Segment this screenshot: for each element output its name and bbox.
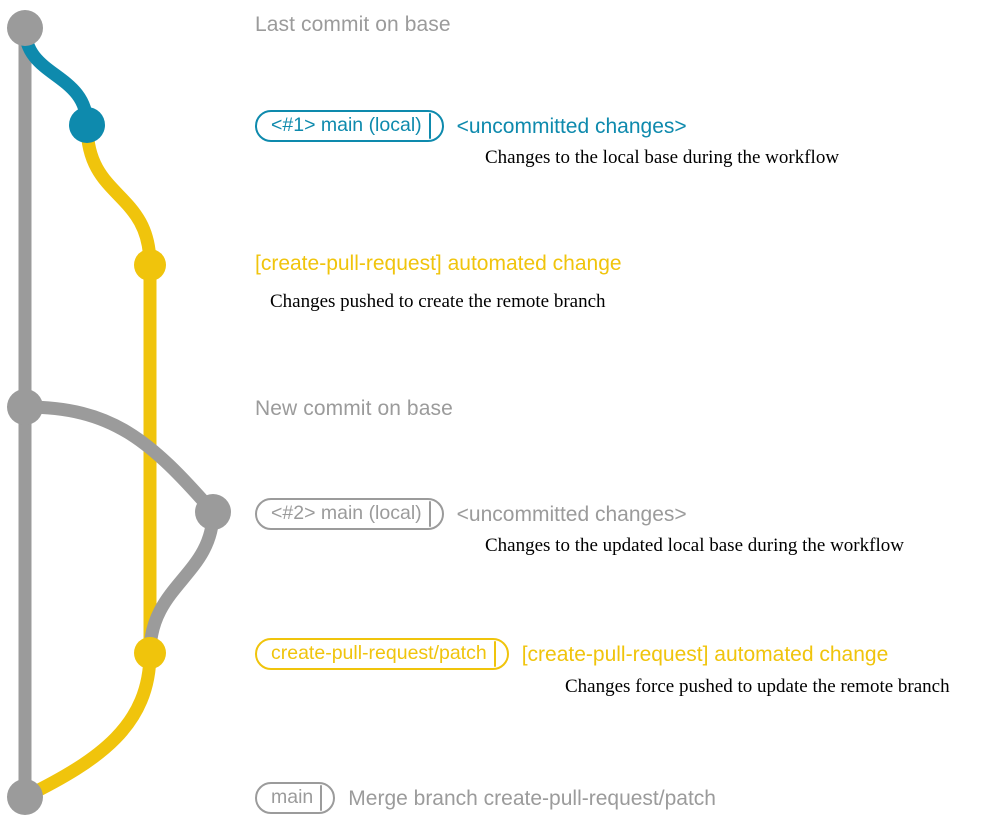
commit-row-merge: main Merge branch create-pull-request/pa… <box>255 782 716 814</box>
commit-dot-c5 <box>195 494 231 530</box>
commit-subject: Merge branch create-pull-request/patch <box>348 786 716 810</box>
commit-dot-c4 <box>7 389 43 425</box>
commit-subject: [create-pull-request] automated change <box>255 252 622 275</box>
ref-badge-main-local-1[interactable]: <#1> main (local) <box>255 110 444 142</box>
ref-badge-label: <#1> main (local) <box>271 114 422 137</box>
commit-note-local-1: Changes to the local base during the wor… <box>485 147 840 168</box>
ref-badge-label: <#2> main (local) <box>271 502 422 525</box>
ref-badge-label: main <box>271 786 314 809</box>
commit-subject: Last commit on base <box>255 13 451 36</box>
commit-dot-c1 <box>7 10 43 46</box>
commit-row-last-commit: Last commit on base <box>255 14 451 35</box>
commit-dots <box>7 10 231 815</box>
commit-row-local-2: <#2> main (local) <uncommitted changes> <box>255 498 687 530</box>
commit-subject: [create-pull-request] automated change <box>521 642 889 666</box>
commit-dot-c3 <box>134 249 166 281</box>
edge-remote-c2-c3 <box>80 118 157 272</box>
commit-row-remote-2: create-pull-request/patch [create-pull-r… <box>255 638 888 670</box>
ref-badge-main-local-2[interactable]: <#2> main (local) <box>255 498 444 530</box>
commit-note-local-2: Changes to the updated local base during… <box>485 535 904 556</box>
commit-subject: <uncommitted changes> <box>456 502 687 526</box>
commit-row-remote-1: [create-pull-request] automated change <box>255 253 622 274</box>
badge-divider <box>428 113 431 139</box>
commit-dot-c2 <box>69 107 105 143</box>
ref-badge-create-pull-request-patch[interactable]: create-pull-request/patch <box>255 638 509 670</box>
badge-divider <box>428 501 431 527</box>
ref-badge-main[interactable]: main <box>255 782 336 814</box>
commit-dot-c6 <box>134 637 166 669</box>
edge-local2-c5-c6 <box>143 505 220 660</box>
badge-divider <box>493 641 496 667</box>
commit-note-remote-2: Changes force pushed to update the remot… <box>565 676 950 697</box>
badge-divider <box>320 785 323 811</box>
ref-badge-label: create-pull-request/patch <box>271 642 487 665</box>
commit-subject: New commit on base <box>255 397 453 420</box>
commit-row-new-commit: New commit on base <box>255 398 453 419</box>
commit-row-local-1: <#1> main (local) <uncommitted changes> <box>255 110 687 142</box>
commit-dot-c7 <box>7 779 43 815</box>
commit-subject: <uncommitted changes> <box>456 114 687 138</box>
edge-remote-c6-c7 <box>18 646 157 804</box>
commit-note-remote-1: Changes pushed to create the remote bran… <box>270 291 606 312</box>
edge-base-c4-c5 <box>18 400 220 519</box>
